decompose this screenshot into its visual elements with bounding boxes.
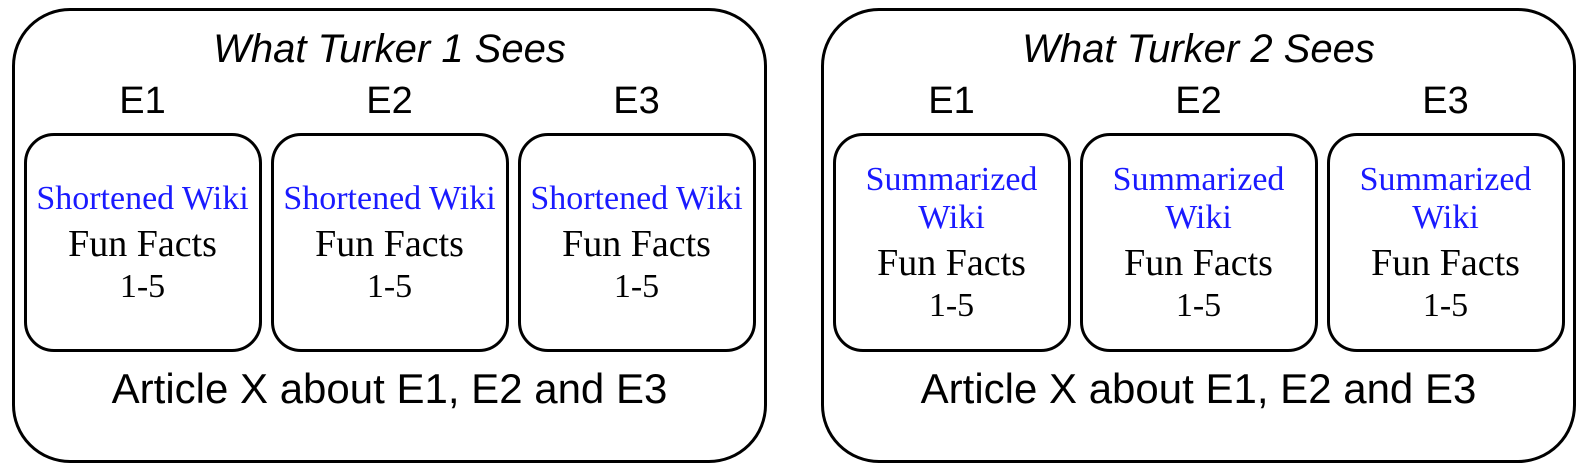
facts-range-label: 1-5 [119,267,166,305]
wiki-source-label: Shortened Wiki [36,179,249,217]
wiki-source-label: Shortened Wiki [283,179,496,217]
stimulus-box: Summarized Wiki Fun Facts 1-5 [1079,132,1318,352]
fun-facts-label: Fun Facts [315,222,464,265]
facts-range-label: 1-5 [928,286,975,324]
panel-title: What Turker 1 Sees [213,27,566,71]
wiki-source-label: Summarized Wiki [1359,160,1532,236]
stimulus-box: Shortened Wiki Fun Facts 1-5 [23,132,262,352]
entity-label: E3 [1422,80,1469,122]
article-footer-label: Article X about E1, E2 and E3 [111,364,668,412]
entity-label: E1 [119,80,166,122]
facts-range-label: 1-5 [366,267,413,305]
wiki-source-label: Summarized Wiki [1112,160,1285,236]
stimulus-box: Summarized Wiki Fun Facts 1-5 [832,132,1071,352]
facts-range-label: 1-5 [613,267,660,305]
entity-column-e1: E1 Shortened Wiki Fun Facts 1-5 [23,80,262,352]
turker-2-panel: What Turker 2 Sees E1 Summarized Wiki Fu… [821,8,1576,463]
panel-title: What Turker 2 Sees [1022,27,1375,71]
facts-range-label: 1-5 [1175,286,1222,324]
facts-range-label: 1-5 [1422,286,1469,324]
entity-column-e2: E2 Shortened Wiki Fun Facts 1-5 [270,80,509,352]
entity-column-e3: E3 Shortened Wiki Fun Facts 1-5 [517,80,756,352]
fun-facts-label: Fun Facts [562,222,711,265]
stimulus-box: Shortened Wiki Fun Facts 1-5 [517,132,756,352]
fun-facts-label: Fun Facts [1371,241,1520,284]
entity-columns: E1 Shortened Wiki Fun Facts 1-5 E2 Short… [23,80,756,352]
fun-facts-label: Fun Facts [1124,241,1273,284]
turker-1-panel: What Turker 1 Sees E1 Shortened Wiki Fun… [12,8,767,463]
entity-columns: E1 Summarized Wiki Fun Facts 1-5 E2 Summ… [832,80,1565,352]
stimulus-box: Summarized Wiki Fun Facts 1-5 [1326,132,1565,352]
article-footer-label: Article X about E1, E2 and E3 [920,364,1477,412]
entity-label: E1 [928,80,975,122]
fun-facts-label: Fun Facts [68,222,217,265]
wiki-source-label: Shortened Wiki [530,179,743,217]
stimulus-box: Shortened Wiki Fun Facts 1-5 [270,132,509,352]
entity-column-e1: E1 Summarized Wiki Fun Facts 1-5 [832,80,1071,352]
entity-label: E2 [366,80,413,122]
entity-label: E2 [1175,80,1222,122]
entity-column-e2: E2 Summarized Wiki Fun Facts 1-5 [1079,80,1318,352]
entity-label: E3 [613,80,660,122]
fun-facts-label: Fun Facts [877,241,1026,284]
entity-column-e3: E3 Summarized Wiki Fun Facts 1-5 [1326,80,1565,352]
wiki-source-label: Summarized Wiki [865,160,1038,236]
